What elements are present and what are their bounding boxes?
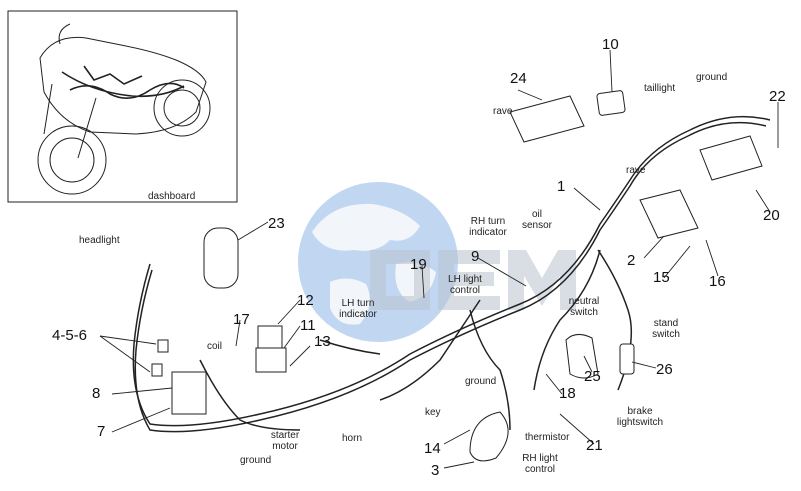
callout-23: 23 [268,215,285,232]
callout-3: 3 [431,462,440,479]
callout-18: 18 [559,385,576,402]
callout-1: 1 [557,178,566,195]
label-key: key [425,407,441,418]
watermark-brand [370,250,576,310]
callout-14: 14 [424,440,441,457]
label-thermistor: thermistor [525,432,570,443]
callout-9: 9 [471,248,480,265]
callout-19: 19 [410,256,427,273]
callout-26: 26 [656,361,673,378]
leader-lines [99,49,779,469]
label-ground-top: ground [696,72,728,83]
callout-16: 16 [709,273,726,290]
callout-8: 8 [92,385,101,402]
callout-4-5-6: 4-5-6 [52,327,88,344]
label-coil: coil [207,341,223,352]
label-ground-mid: ground [465,376,497,387]
label-taillight: taillight [644,83,676,94]
callout-7: 7 [97,423,106,440]
callout-12: 12 [297,292,314,309]
callout-24: 24 [510,70,527,87]
callout-10: 10 [602,36,619,53]
label-dashboard: dashboard [148,191,196,202]
label-ground-bottom: ground [240,455,272,466]
callout-17: 17 [233,311,250,328]
callout-25: 25 [584,368,601,385]
callout-13: 13 [314,333,331,350]
callout-20: 20 [763,207,780,224]
label-horn: horn [342,433,363,444]
label-rave-right: rave [626,165,646,176]
inset-motorcycle [7,10,238,203]
callout-11: 11 [300,317,316,334]
callout-2: 2 [627,252,636,269]
callout-22: 22 [769,88,786,105]
callout-21: 21 [586,437,603,454]
main-harness [132,115,771,433]
label-headlight: headlight [79,235,120,246]
label-rave-top: rave [493,106,513,117]
callout-15: 15 [653,269,670,286]
